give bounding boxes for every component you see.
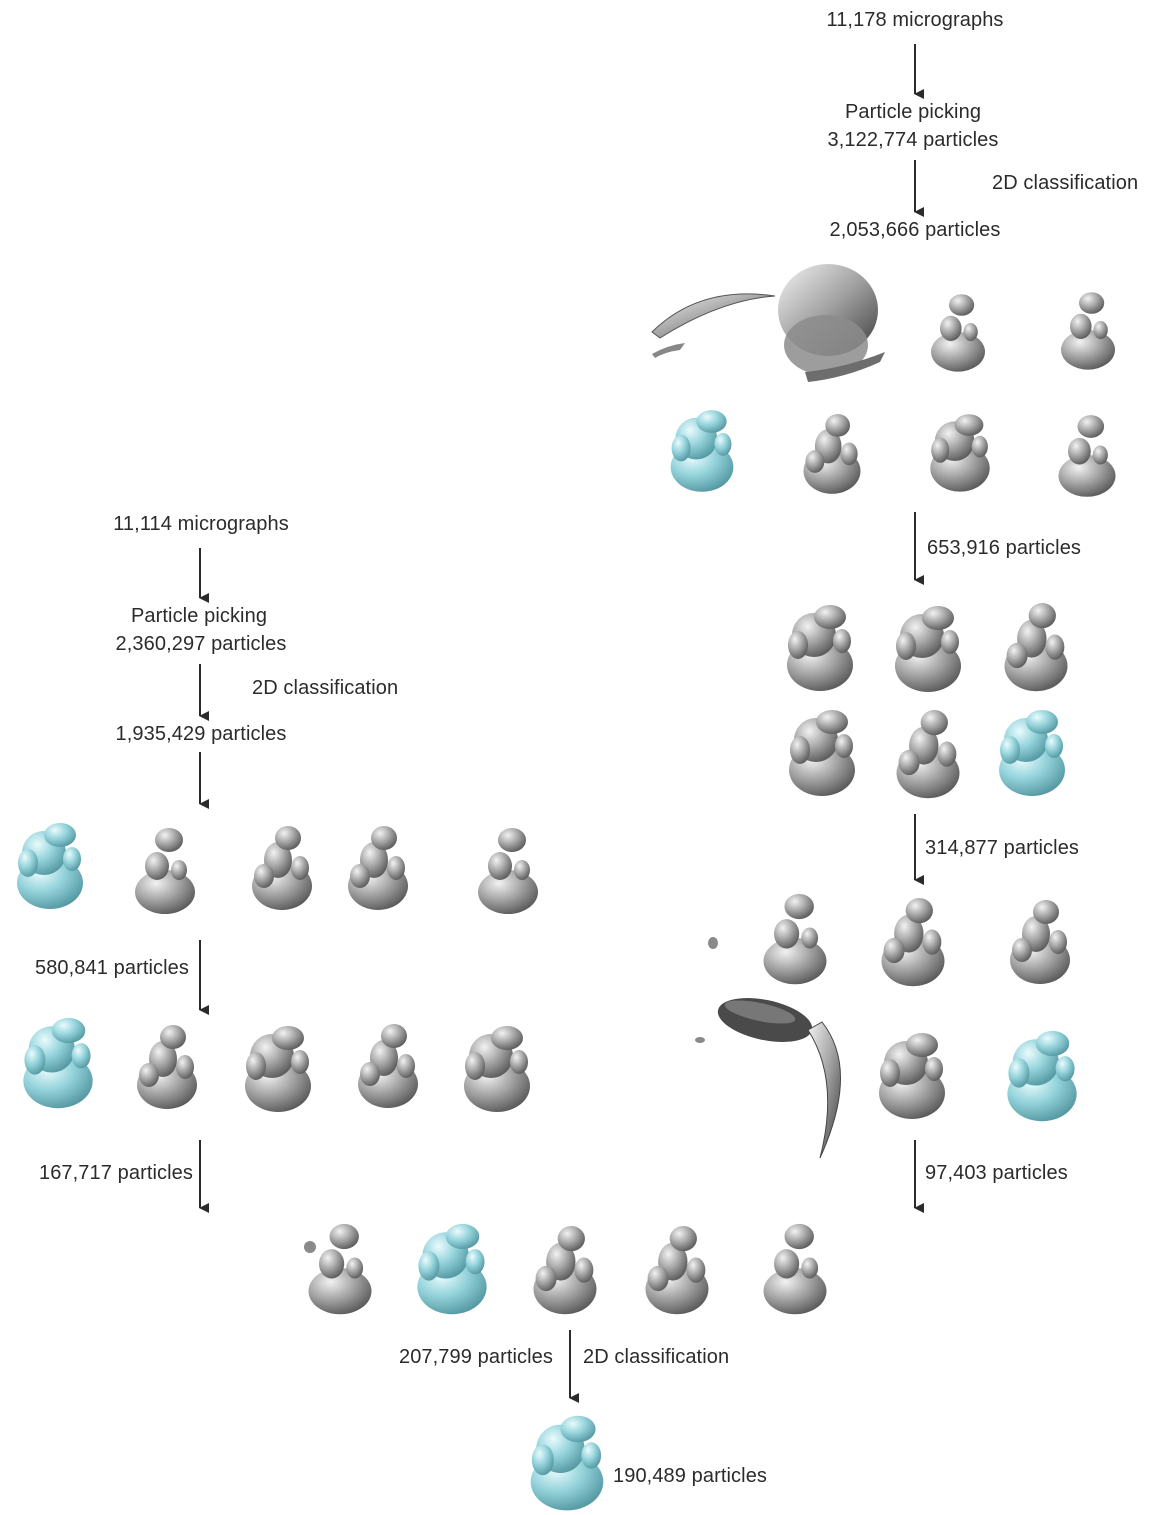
right-2d-classification-label: 2D classification (992, 172, 1139, 194)
map-left2-4 (358, 1024, 418, 1108)
right-picked-count: 3,122,774 particles (827, 129, 999, 151)
merged-2d-classification-label: 2D classification (583, 1346, 730, 1368)
right-3d-round3-count: 97,403 particles (925, 1162, 1068, 1184)
arrows (199, 44, 924, 1403)
right-class-row-2 (670, 410, 1116, 497)
right-class-row-1 (651, 264, 1115, 382)
left-3d-round1-count: 580,841 particles (34, 957, 189, 979)
map-3d2-3 (1010, 900, 1070, 984)
map-class-r2-1-selected (670, 410, 734, 492)
right-3d-round-1 (787, 603, 1068, 799)
map-left2-5 (464, 1026, 530, 1112)
map-3d2-crescent (807, 1021, 841, 1159)
map-3d2-6-selected (1007, 1030, 1077, 1122)
left-class-row-1 (17, 823, 538, 914)
map-fragment-dot (708, 937, 718, 949)
map-merged-4 (645, 1226, 709, 1315)
map-left2-1-selected (23, 1017, 93, 1109)
map-left1-5 (478, 828, 538, 914)
map-final-selected (530, 1415, 604, 1511)
map-shell-fragment (651, 293, 776, 358)
right-3d-round2-count: 314,877 particles (925, 837, 1080, 859)
map-3d1-1 (787, 605, 853, 691)
map-class-r1-4 (1061, 292, 1115, 370)
merged-combined-count: 207,799 particles (398, 1346, 553, 1368)
map-class-r1-3 (931, 294, 985, 372)
right-after-2d-count: 2,053,666 particles (829, 219, 1001, 241)
map-left1-1-selected (17, 823, 83, 909)
right-micrographs-label: 11,178 micrographs (826, 9, 1004, 31)
right-picking-title: Particle picking (844, 101, 982, 123)
map-3d2-disc (695, 998, 813, 1043)
map-3d1-2 (895, 606, 961, 692)
map-merged-dot (304, 1241, 316, 1253)
left-picked-count: 2,360,297 particles (115, 633, 287, 655)
map-merged-5 (763, 1223, 827, 1315)
map-class-r2-2 (803, 414, 861, 494)
left-2d-classification-label: 2D classification (252, 677, 399, 699)
right-3d-round1-count: 653,916 particles (927, 537, 1082, 559)
map-3d2-1 (763, 893, 827, 985)
map-merged-1 (308, 1223, 372, 1315)
map-left1-3 (252, 826, 312, 910)
map-sphere (778, 264, 885, 382)
map-class-r2-4 (1058, 415, 1116, 497)
map-3d1-4 (789, 710, 855, 796)
map-3d2-2 (881, 898, 945, 987)
map-merged-2-selected (417, 1223, 487, 1315)
final-particle-count: 190,489 particles (613, 1465, 768, 1487)
map-3d1-3 (1004, 603, 1068, 692)
left-picking-title: Particle picking (130, 605, 268, 627)
left-3d-round-1 (23, 1017, 530, 1112)
map-left2-3 (245, 1026, 311, 1112)
map-class-r2-3 (930, 414, 990, 492)
map-left1-2 (135, 828, 195, 914)
map-3d1-6-selected (999, 710, 1065, 796)
merged-3d-row (304, 1223, 827, 1315)
map-left2-2 (137, 1025, 197, 1109)
left-micrographs-label: 11,114 micrographs (113, 513, 289, 535)
map-3d2-5 (879, 1033, 945, 1119)
map-3d1-5 (896, 710, 960, 799)
right-3d-round-2 (695, 893, 1077, 1159)
map-left1-4 (348, 826, 408, 910)
left-3d-round2-count: 167,717 particles (38, 1162, 193, 1184)
map-merged-3 (533, 1226, 597, 1315)
left-after-2d-count: 1,935,429 particles (115, 723, 287, 745)
